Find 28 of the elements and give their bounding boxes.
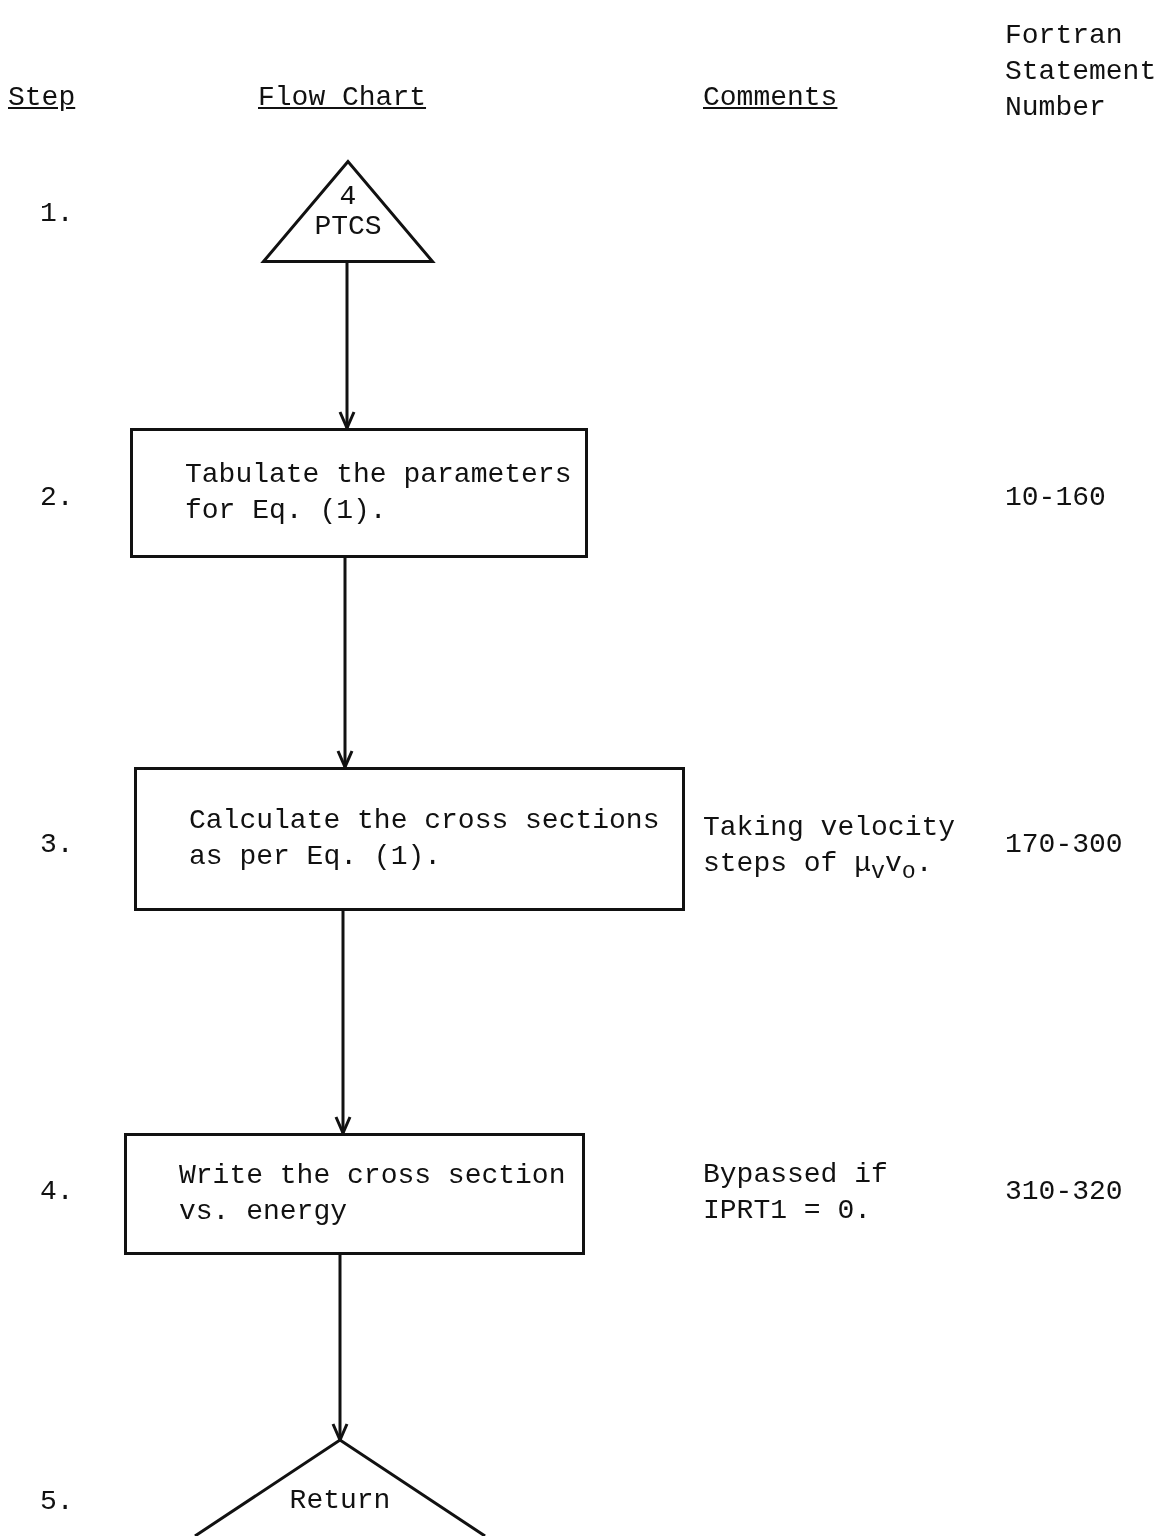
- column-header: Flow Chart: [258, 81, 427, 115]
- step-number: 3.: [40, 828, 74, 862]
- start-triangle: [262, 160, 434, 263]
- node-text: 4: [338, 182, 358, 212]
- step-number: 5.: [40, 1485, 74, 1519]
- comment-text: Bypassed if IPRT1 = 0.: [703, 1158, 889, 1228]
- arrow: [336, 558, 354, 769]
- step-number: 4.: [40, 1175, 74, 1209]
- step-number: 2.: [40, 481, 74, 515]
- column-header: Fortran Statement Number: [1005, 19, 1158, 125]
- process-box: [124, 1133, 585, 1255]
- comment-text: Taking velocity steps of μ$_{v}$v$_{o}$.: [703, 811, 957, 887]
- node-text: Return: [288, 1486, 392, 1516]
- arrow: [338, 263, 356, 430]
- step-number: 1.: [40, 197, 74, 231]
- arrow: [334, 911, 352, 1135]
- statement-number: 310-320: [1005, 1175, 1123, 1209]
- arrow: [331, 1255, 349, 1442]
- column-header: Step: [8, 81, 76, 115]
- node-text: PTCS: [313, 212, 383, 242]
- statement-number: 170-300: [1005, 828, 1123, 862]
- column-header: Comments: [703, 81, 838, 115]
- process-box: [134, 767, 685, 911]
- node-text: Calculate the cross sections as per Eq. (1).: [189, 804, 661, 874]
- node-text: Tabulate the parameters for Eq. (1).: [185, 458, 573, 528]
- statement-number: 10-160: [1005, 481, 1106, 515]
- node-text: Write the cross section vs. energy: [179, 1159, 567, 1229]
- process-box: [130, 428, 588, 558]
